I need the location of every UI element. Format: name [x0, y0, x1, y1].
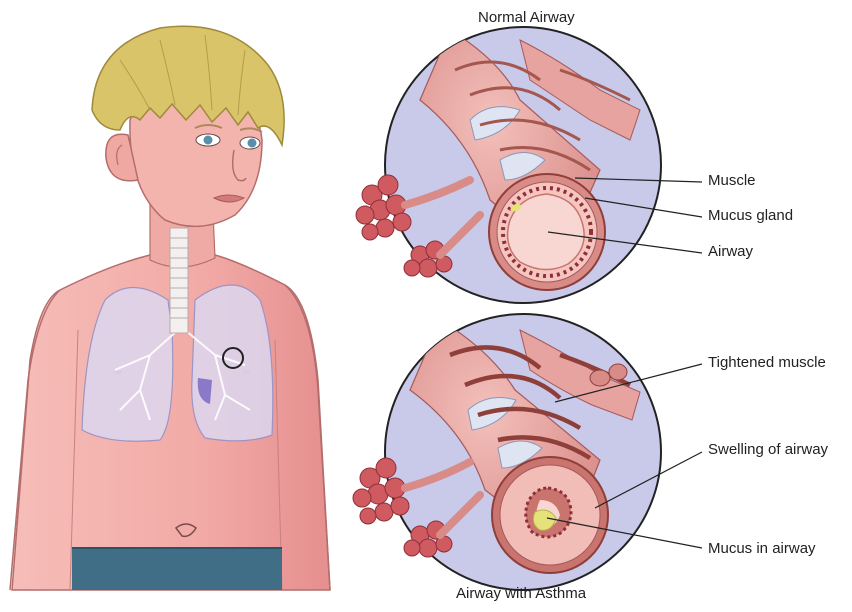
normal-airway-inset	[356, 27, 702, 303]
label-mucus-in-airway: Mucus in airway	[708, 540, 816, 557]
label-tightened-muscle: Tightened muscle	[708, 354, 826, 371]
asthma-cross-section	[492, 457, 608, 573]
label-airway: Airway	[708, 243, 753, 260]
trachea	[170, 228, 188, 333]
asthma-airway-inset	[353, 314, 702, 590]
pants	[72, 548, 282, 590]
child-figure	[10, 26, 330, 590]
normal-cross-section	[489, 174, 605, 290]
asthma-airway-title: Airway with Asthma	[456, 585, 586, 602]
normal-airway-title: Normal Airway	[478, 9, 575, 26]
label-mucus-gland: Mucus gland	[708, 207, 793, 224]
label-muscle: Muscle	[708, 172, 756, 189]
right-lung	[192, 285, 273, 441]
label-swelling-of-airway: Swelling of airway	[708, 441, 828, 458]
